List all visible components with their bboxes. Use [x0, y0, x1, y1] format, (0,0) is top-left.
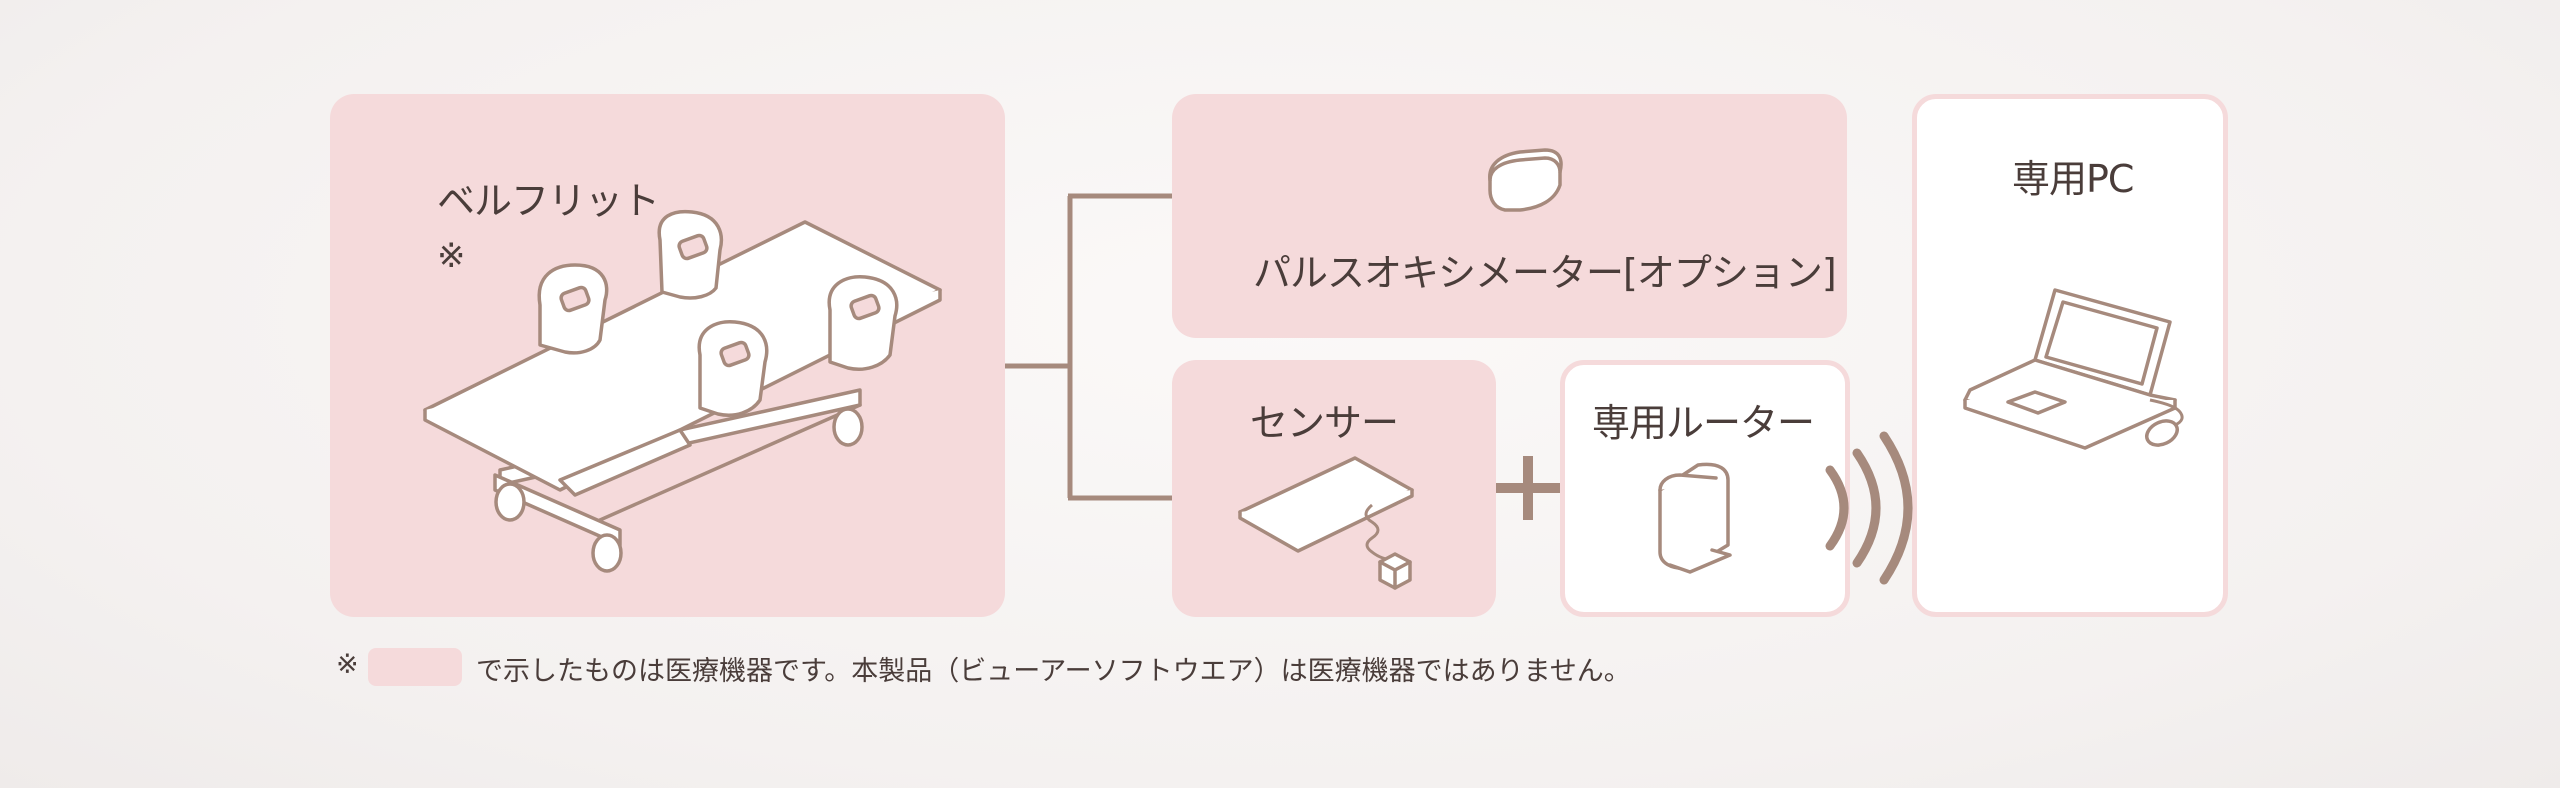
router-label: 専用ルーター: [1592, 401, 1815, 445]
oximeter-icon: [1488, 148, 1563, 212]
laptop-icon: [1963, 288, 2184, 450]
bed-illustration: [423, 209, 942, 573]
oximeter-label: パルスオキシメーター[オプション]: [1253, 251, 1837, 295]
pc-label: 専用PC: [2012, 157, 2134, 201]
router-icon: [1658, 462, 1732, 574]
medical-device-swatch: [368, 648, 462, 686]
bed-label: ベルフリット: [437, 179, 660, 223]
sensor-icon: [1238, 456, 1414, 590]
footnote-mark: ※: [336, 649, 359, 680]
router-box: [1560, 360, 1850, 617]
wireless-signal-icon: [1825, 431, 1913, 585]
oximeter-box: [1172, 94, 1847, 338]
sensor-label: センサー: [1250, 401, 1399, 445]
footnote-text: で示したものは医療機器です。本製品（ビューアーソフトウエア）は医療機器ではありま…: [476, 656, 1631, 687]
plus-icon: [1496, 456, 1560, 520]
bed-medical-mark: ※: [437, 236, 465, 276]
connector-lines: [1005, 193, 1172, 501]
